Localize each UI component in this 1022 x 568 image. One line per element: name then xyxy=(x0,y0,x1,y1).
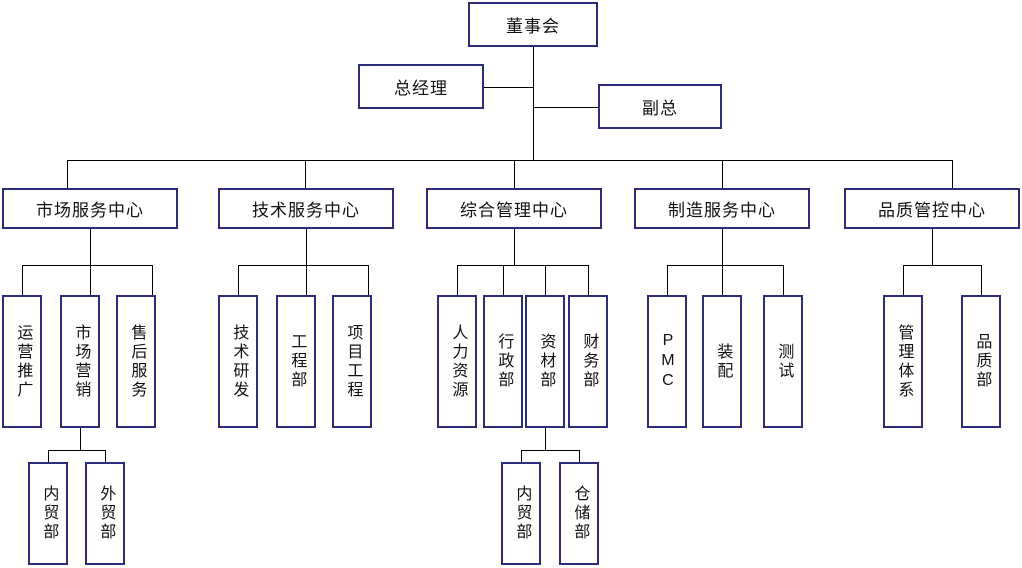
node-subdept-domestic-trade[interactable]: 内贸部 xyxy=(28,462,68,565)
connector-manufacturing-drop-1 xyxy=(722,265,723,295)
node-dept-quality[interactable]: 品质部 xyxy=(961,295,1001,428)
connector-market-drop-2 xyxy=(152,265,153,295)
connector-center-drop-3 xyxy=(722,160,723,188)
node-dept-administration-label: 行政部 xyxy=(495,333,513,390)
node-dept-human-resources-label: 人力资源 xyxy=(449,323,467,400)
connector-manufacturing-bus xyxy=(667,265,783,266)
connector-technical-drop-1 xyxy=(306,265,307,295)
connector-materials-drop-0 xyxy=(521,450,522,462)
connector-management-bus xyxy=(457,265,588,266)
node-dept-project-engineering[interactable]: 项目工程 xyxy=(332,295,372,428)
connector-board-trunk xyxy=(533,47,534,160)
node-dept-human-resources[interactable]: 人力资源 xyxy=(437,295,477,428)
node-subdept-domestic-trade-label: 内贸部 xyxy=(40,485,58,542)
connector-market-bus xyxy=(22,265,152,266)
connector-center-drop-2 xyxy=(514,160,515,188)
connector-vice-president xyxy=(533,107,599,108)
node-dept-marketing[interactable]: 市场营销 xyxy=(60,295,100,428)
connector-management-drop-0 xyxy=(457,265,458,295)
connector-market-stem xyxy=(90,229,91,265)
connector-quality-drop-0 xyxy=(903,265,904,295)
node-dept-rnd[interactable]: 技术研发 xyxy=(218,295,258,428)
node-dept-after-sales-label: 售后服务 xyxy=(128,323,146,400)
connector-technical-stem xyxy=(306,229,307,265)
connector-quality-bus xyxy=(903,265,981,266)
node-dept-project-engineering-label: 项目工程 xyxy=(344,323,362,400)
node-center-technical-label: 技术服务中心 xyxy=(252,201,360,220)
connector-general-manager xyxy=(484,87,534,88)
node-subdept-warehouse[interactable]: 仓储部 xyxy=(559,462,599,565)
connector-marketing-drop-1 xyxy=(105,450,106,462)
connector-materials-stem xyxy=(545,428,546,450)
node-subdept-materials-domestic-trade[interactable]: 内贸部 xyxy=(501,462,541,565)
node-vice-president-label: 副总 xyxy=(642,99,678,118)
node-dept-assembly-label: 装配 xyxy=(714,342,732,381)
node-dept-pmc[interactable]: PMC xyxy=(647,295,687,428)
node-dept-operations-promotion-label: 运营推广 xyxy=(14,323,32,400)
node-dept-engineering-label: 工程部 xyxy=(288,333,306,390)
node-dept-assembly[interactable]: 装配 xyxy=(702,295,742,428)
node-center-quality[interactable]: 品质管控中心 xyxy=(844,188,1020,229)
node-general-manager[interactable]: 总经理 xyxy=(358,64,484,109)
node-subdept-foreign-trade-label: 外贸部 xyxy=(97,485,115,542)
node-subdept-foreign-trade[interactable]: 外贸部 xyxy=(85,462,125,565)
connector-materials-bus xyxy=(521,450,579,451)
node-general-manager-label: 总经理 xyxy=(394,79,448,98)
node-center-market-label: 市场服务中心 xyxy=(36,201,144,220)
connector-center-drop-4 xyxy=(952,160,953,188)
node-vice-president[interactable]: 副总 xyxy=(598,84,722,129)
node-center-technical[interactable]: 技术服务中心 xyxy=(218,188,394,229)
node-board[interactable]: 董事会 xyxy=(468,2,598,47)
connector-technical-drop-2 xyxy=(368,265,369,295)
node-center-manufacturing[interactable]: 制造服务中心 xyxy=(634,188,810,229)
connector-materials-drop-1 xyxy=(579,450,580,462)
connector-management-drop-1 xyxy=(503,265,504,295)
node-dept-after-sales[interactable]: 售后服务 xyxy=(116,295,156,428)
node-center-manufacturing-label: 制造服务中心 xyxy=(668,201,776,220)
connector-management-drop-3 xyxy=(588,265,589,295)
node-subdept-materials-domestic-trade-label: 内贸部 xyxy=(513,485,531,542)
node-dept-materials-label: 资材部 xyxy=(537,333,555,390)
connector-manufacturing-drop-0 xyxy=(667,265,668,295)
node-dept-operations-promotion[interactable]: 运营推广 xyxy=(2,295,42,428)
node-dept-testing-label: 测试 xyxy=(775,342,793,381)
connector-centers-bus xyxy=(67,160,953,161)
node-board-label: 董事会 xyxy=(506,17,560,36)
connector-manufacturing-stem xyxy=(722,229,723,265)
node-dept-materials[interactable]: 资材部 xyxy=(525,295,565,428)
connector-management-stem xyxy=(514,229,515,265)
node-dept-administration[interactable]: 行政部 xyxy=(483,295,523,428)
connector-marketing-bus xyxy=(48,450,105,451)
connector-market-drop-0 xyxy=(22,265,23,295)
node-center-quality-label: 品质管控中心 xyxy=(878,201,986,220)
connector-manufacturing-drop-2 xyxy=(783,265,784,295)
connector-market-drop-1 xyxy=(90,265,91,295)
node-dept-engineering[interactable]: 工程部 xyxy=(276,295,316,428)
node-dept-management-system-label: 管理体系 xyxy=(895,323,913,400)
connector-center-drop-0 xyxy=(67,160,68,188)
node-dept-finance-label: 财务部 xyxy=(580,333,598,390)
connector-management-drop-2 xyxy=(545,265,546,295)
connector-quality-drop-1 xyxy=(981,265,982,295)
node-center-management-label: 综合管理中心 xyxy=(460,201,568,220)
connector-center-drop-1 xyxy=(305,160,306,188)
node-dept-marketing-label: 市场营销 xyxy=(72,323,90,400)
node-dept-quality-label: 品质部 xyxy=(973,333,991,390)
connector-quality-stem xyxy=(932,229,933,265)
connector-marketing-stem xyxy=(80,428,81,450)
connector-technical-bus xyxy=(238,265,368,266)
node-center-market[interactable]: 市场服务中心 xyxy=(2,188,178,229)
node-dept-testing[interactable]: 测试 xyxy=(763,295,803,428)
connector-marketing-drop-0 xyxy=(48,450,49,462)
node-dept-management-system[interactable]: 管理体系 xyxy=(883,295,923,428)
node-subdept-warehouse-label: 仓储部 xyxy=(571,485,589,542)
node-dept-pmc-label: PMC xyxy=(659,331,677,392)
node-dept-finance[interactable]: 财务部 xyxy=(568,295,608,428)
node-center-management[interactable]: 综合管理中心 xyxy=(426,188,602,229)
connector-technical-drop-0 xyxy=(238,265,239,295)
node-dept-rnd-label: 技术研发 xyxy=(230,323,248,400)
